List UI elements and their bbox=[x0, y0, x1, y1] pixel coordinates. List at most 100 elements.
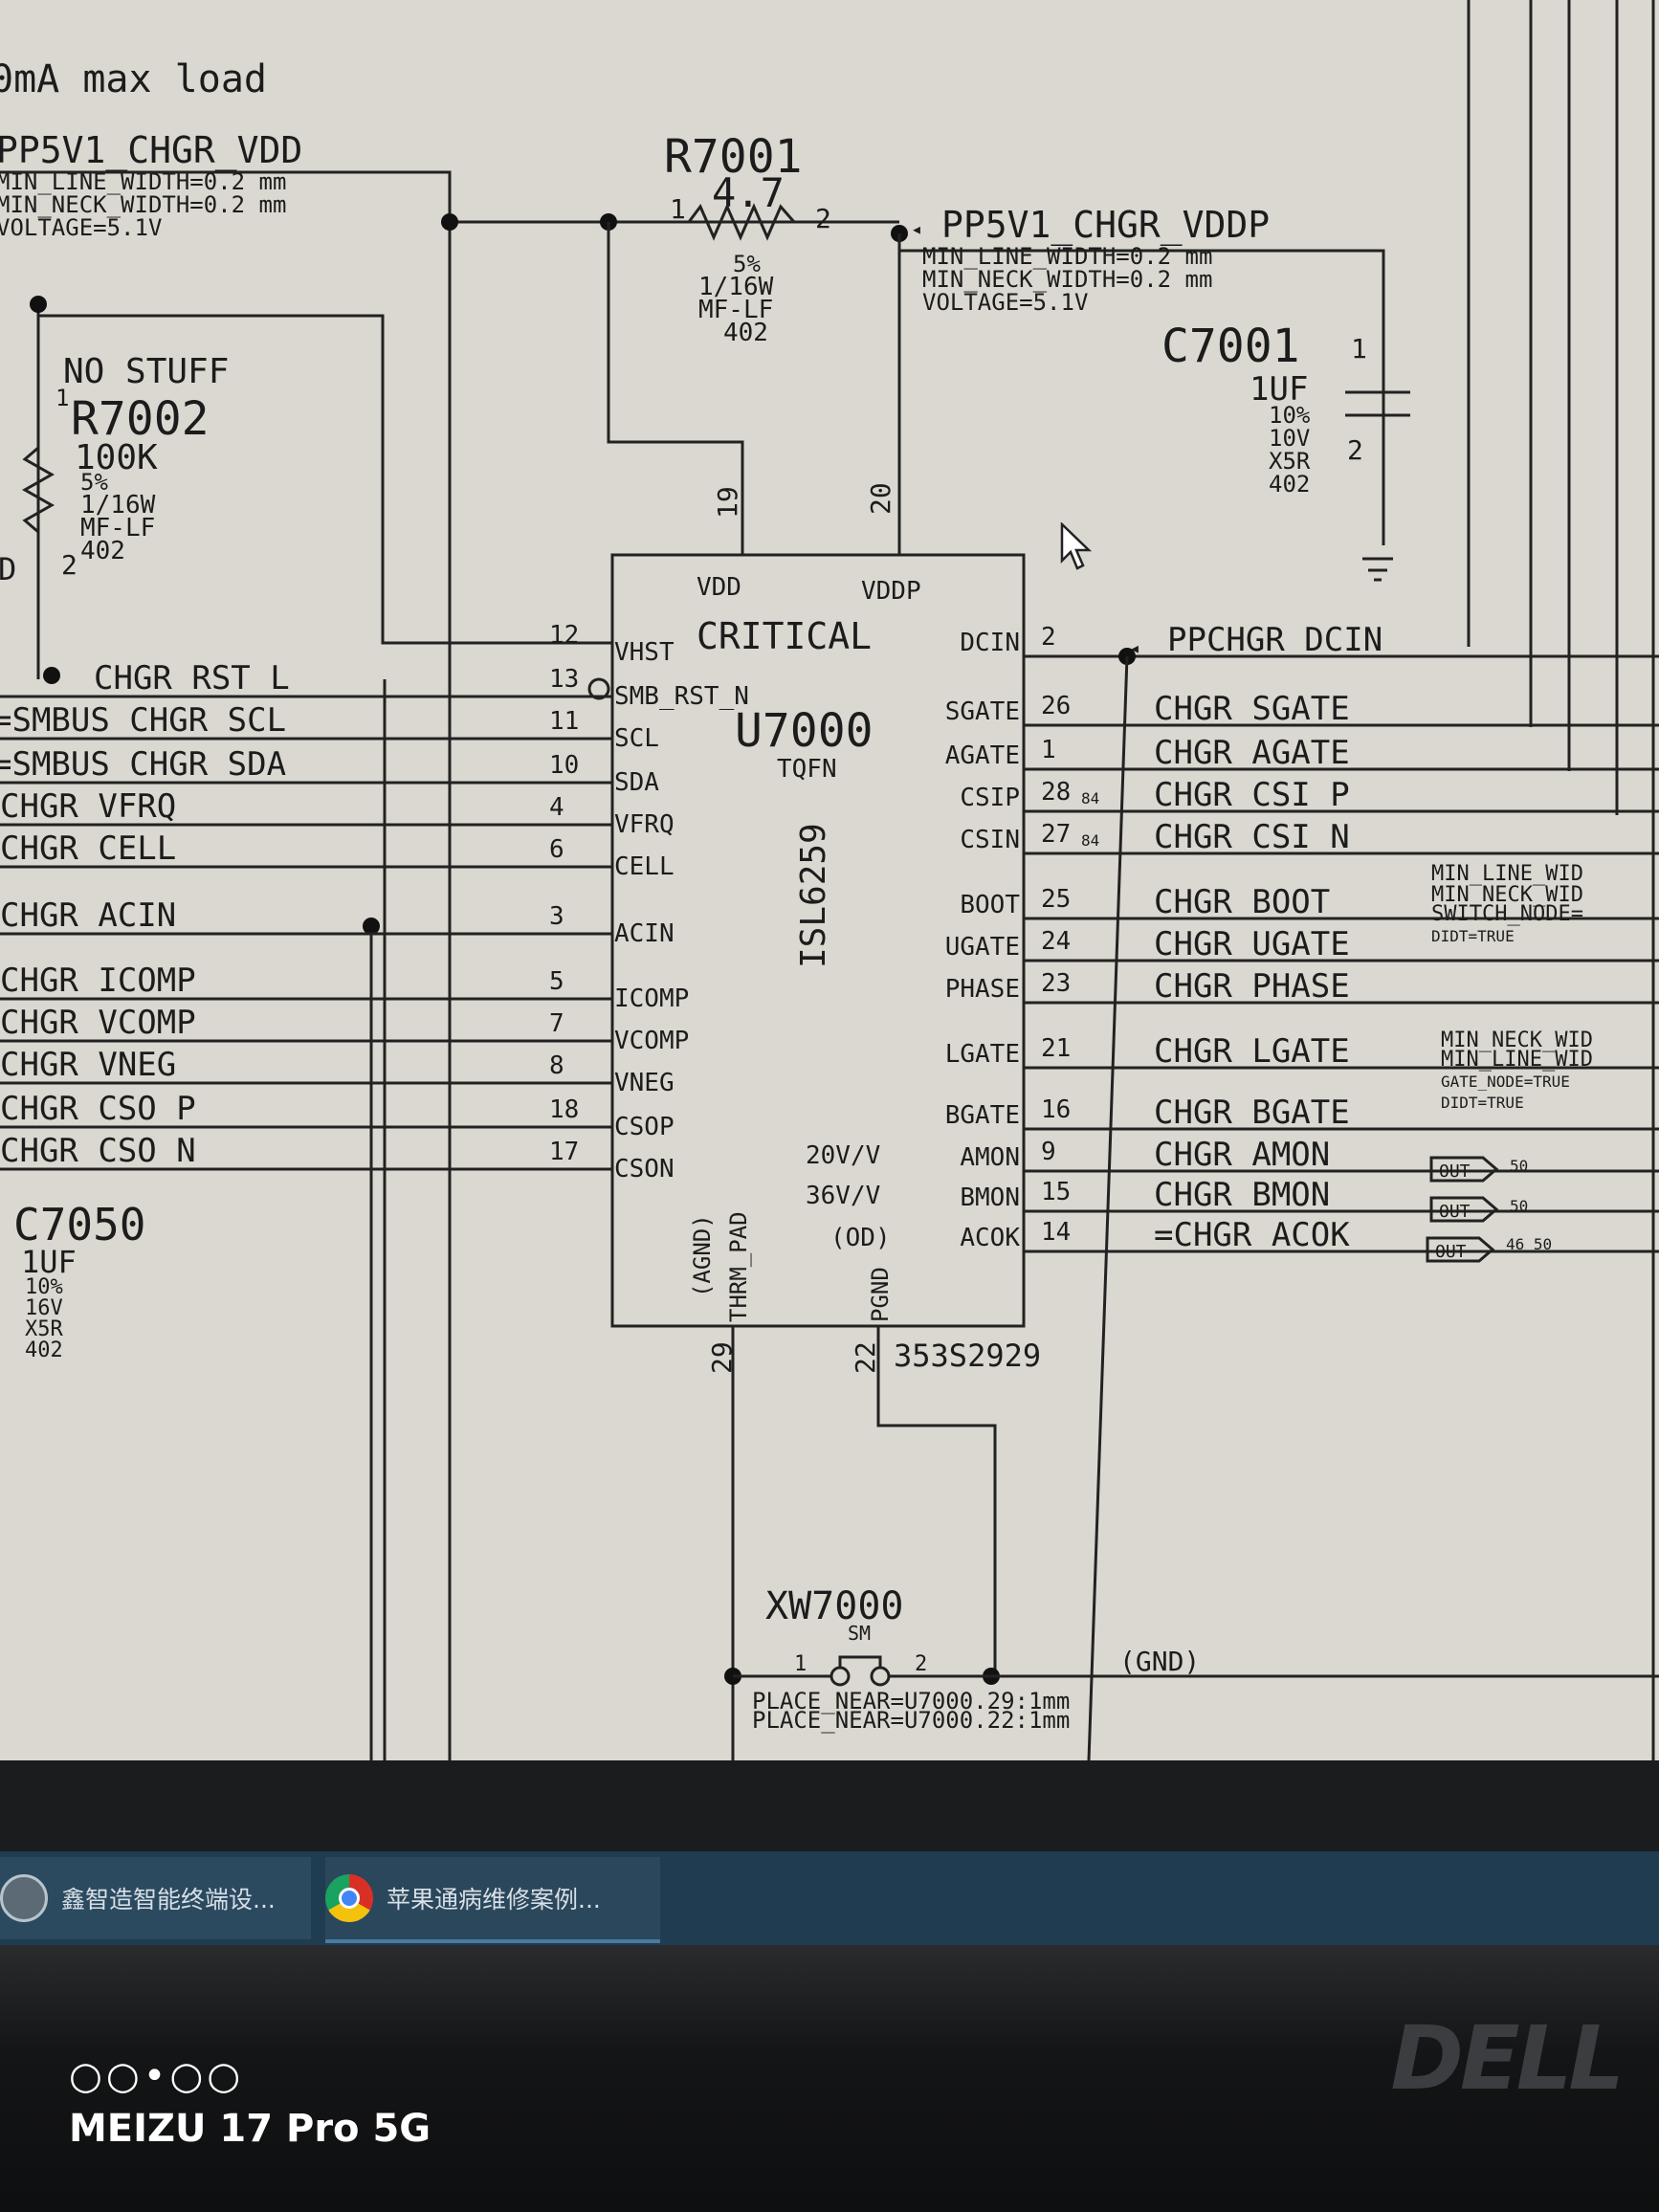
net-label: CHGR ACIN bbox=[0, 896, 176, 935]
bmon-page-ref: 50 bbox=[1510, 1197, 1528, 1215]
r7001-ref: R7001 bbox=[664, 130, 803, 184]
net-vdd-attr: VOLTAGE=5.1V bbox=[0, 214, 162, 241]
r7002-power: 1/16W bbox=[80, 491, 156, 520]
camera-watermark: ○○•○○ MEIZU 17 Pro 5G bbox=[69, 2055, 431, 2151]
xw-pin1: 1 bbox=[794, 1652, 807, 1676]
lgate-attr: GATE_NODE=TRUE bbox=[1441, 1073, 1570, 1091]
r7002-pin1: 1 bbox=[55, 385, 69, 411]
pin-name: SMB_RST_N bbox=[614, 682, 749, 711]
acok-page-ref: 46 50 bbox=[1506, 1235, 1552, 1253]
c7050-ref: C7050 bbox=[13, 1199, 145, 1250]
net-label: CHGR CELL bbox=[0, 830, 176, 868]
boot-attr: MIN_LINE_WID bbox=[1431, 862, 1583, 886]
pin-name: SGATE bbox=[945, 697, 1020, 726]
pin-19: 19 bbox=[712, 486, 743, 519]
pin-name: CSIN bbox=[960, 826, 1020, 854]
ic-u7000-body bbox=[610, 553, 1026, 1328]
dell-logo: DELL bbox=[1390, 2007, 1625, 2110]
wire-vhst bbox=[38, 314, 612, 645]
pin-name: BGATE bbox=[945, 1101, 1020, 1130]
taskbar-item-chrome[interactable]: 苹果通病维修案例... bbox=[325, 1857, 660, 1943]
pin-name: VHST bbox=[614, 638, 675, 667]
c7001-pin2: 2 bbox=[1347, 434, 1363, 466]
r7001-power: 1/16W bbox=[698, 273, 774, 301]
r7001-pin1: 1 bbox=[670, 193, 686, 225]
r7002-type: MF-LF bbox=[80, 514, 155, 542]
net-label: CHGR CSO P bbox=[0, 1090, 196, 1128]
page-ref: 84 bbox=[1081, 831, 1099, 850]
net-label-vddp: PP5V1_CHGR_VDDP bbox=[941, 204, 1270, 247]
pin-name: AGATE bbox=[945, 741, 1020, 770]
pin-name: BMON bbox=[960, 1183, 1020, 1212]
app-icon bbox=[0, 1874, 48, 1922]
pin-name: VNEG bbox=[614, 1069, 675, 1097]
pin-number: 27 bbox=[1041, 820, 1071, 849]
taskbar: 鑫智造智能终端设... 苹果通病维修案例... bbox=[0, 1851, 1659, 1945]
taskbar-item-app1[interactable]: 鑫智造智能终端设... bbox=[0, 1857, 311, 1939]
out-flag-acok: OUT bbox=[1426, 1236, 1495, 1263]
watermark-dots: ○○•○○ bbox=[69, 2054, 245, 2098]
c7050-value: 1UF bbox=[21, 1244, 77, 1280]
pin-number: 3 bbox=[549, 902, 564, 931]
out-flag-bmon: OUT bbox=[1429, 1196, 1499, 1223]
bmon-gain: 36V/V bbox=[806, 1182, 880, 1210]
amon-page-ref: 50 bbox=[1510, 1157, 1528, 1175]
boot-attr: MIN_NECK_WID bbox=[1431, 883, 1583, 907]
pin-number: 5 bbox=[549, 967, 564, 996]
net-label: CHGR RST L bbox=[94, 659, 290, 697]
net-label: CHGR CSI N bbox=[1154, 818, 1350, 856]
pin-number: 8 bbox=[549, 1051, 564, 1080]
pin-number: 18 bbox=[549, 1095, 579, 1124]
pin-name: ACOK bbox=[960, 1224, 1020, 1252]
r7001-pkg: 402 bbox=[723, 319, 768, 347]
pin-name: PHASE bbox=[945, 975, 1020, 1004]
acok-od: (OD) bbox=[830, 1224, 891, 1252]
lgate-attr: DIDT=TRUE bbox=[1441, 1094, 1524, 1112]
wire-dcin-down bbox=[1087, 655, 1129, 1760]
c7050-diel: X5R bbox=[25, 1317, 63, 1341]
ground-symbol bbox=[1362, 557, 1393, 582]
r7002-pkg: 402 bbox=[80, 537, 125, 565]
boot-attr: SWITCH_NODE= bbox=[1431, 902, 1583, 926]
pin-number: 4 bbox=[549, 793, 564, 822]
net-vddp-attr: MIN_LINE_WIDTH=0.2 mm bbox=[922, 243, 1212, 270]
pin-name: SCL bbox=[614, 724, 659, 753]
c7001-volt: 10V bbox=[1269, 425, 1310, 452]
c7050-pkg: 402 bbox=[25, 1338, 63, 1362]
xw-pin2: 2 bbox=[915, 1652, 927, 1676]
ic-right-pin: CSIN 27 CHGR CSI N bbox=[960, 818, 1659, 856]
mouse-pointer-icon bbox=[1060, 522, 1093, 570]
c7050-volt: 16V bbox=[25, 1296, 63, 1320]
pin-number: 21 bbox=[1041, 1034, 1071, 1063]
net-label: CHGR CSI P bbox=[1154, 776, 1350, 814]
net-label: CHGR SGATE bbox=[1154, 690, 1350, 728]
taskbar-item-label: 苹果通病维修案例... bbox=[387, 1886, 601, 1913]
pin-number: 9 bbox=[1041, 1138, 1056, 1166]
xw-type: SM bbox=[848, 1622, 871, 1645]
ic-pin-vdd: VDD bbox=[697, 573, 741, 602]
pin-number: 17 bbox=[549, 1138, 579, 1166]
net-label: =SMBUS CHGR SCL bbox=[0, 701, 286, 740]
r7002-symbol bbox=[21, 446, 55, 534]
pin-name: CSON bbox=[614, 1155, 675, 1183]
net-label: CHGR BOOT bbox=[1154, 883, 1330, 921]
amon-gain: 20V/V bbox=[806, 1141, 880, 1170]
monitor-bezel bbox=[0, 1945, 1659, 2212]
pin-number: 1 bbox=[1041, 736, 1056, 764]
page-ref: 84 bbox=[1081, 789, 1099, 807]
net-label: CHGR VFRQ bbox=[0, 787, 176, 826]
c7050-tol: 10% bbox=[25, 1275, 63, 1299]
net-label: CHGR CSO N bbox=[0, 1132, 196, 1170]
ic-agnd: (AGND) bbox=[689, 1214, 716, 1297]
schematic-screen: 0mA max load PP5V1_CHGR_VDD MIN_LINE_WID… bbox=[0, 0, 1659, 1760]
net-label: PPCHGR DCIN bbox=[1167, 621, 1382, 659]
d-label: D bbox=[0, 551, 16, 587]
offpage-arrow: ◂ bbox=[1129, 636, 1140, 659]
